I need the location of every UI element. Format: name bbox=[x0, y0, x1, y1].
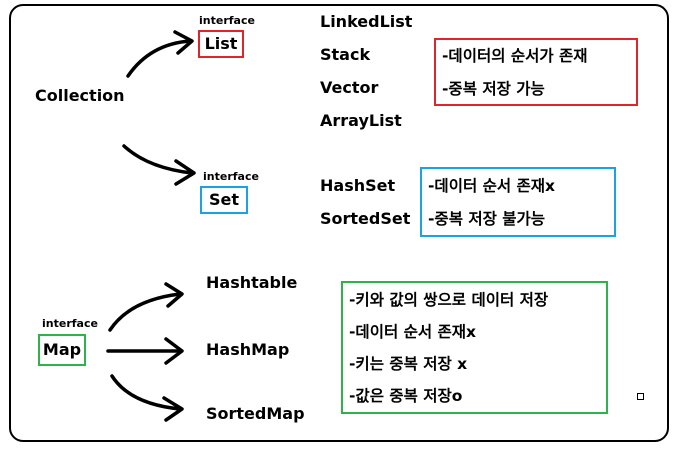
map-note-key-value: -키와 값의 쌍으로 데이터 저장 bbox=[349, 291, 549, 309]
map-note-order: -데이터 순서 존재x bbox=[349, 323, 477, 341]
list-note-order: -데이터의 순서가 존재 bbox=[442, 47, 588, 65]
list-impl-stack: Stack bbox=[320, 45, 371, 64]
set-impl-hashset: HashSet bbox=[320, 176, 396, 195]
map-interface-label: interface bbox=[42, 317, 98, 330]
map-note-value-duplicate: -값은 중복 저장o bbox=[349, 387, 463, 405]
map-interface-name: Map bbox=[42, 340, 82, 359]
arrow-map-to-hashtable bbox=[108, 292, 182, 332]
list-interface-label: interface bbox=[199, 14, 255, 27]
arrow-map-to-sortedmap-head bbox=[162, 396, 184, 422]
set-note-order: -데이터 순서 존재x bbox=[428, 177, 556, 195]
set-interface-label: interface bbox=[203, 170, 259, 183]
diagram-frame bbox=[9, 4, 669, 442]
arrow-map-to-hashmap-head bbox=[164, 337, 184, 365]
set-notes-box: -데이터 순서 존재x -중복 저장 불가능 bbox=[420, 167, 616, 237]
map-impl-hashtable: Hashtable bbox=[206, 273, 298, 292]
small-square-marker bbox=[637, 393, 644, 400]
set-interface-name: Set bbox=[208, 190, 240, 209]
map-notes-box: -키와 값의 쌍으로 데이터 저장 -데이터 순서 존재x -키는 중복 저장 … bbox=[341, 281, 608, 414]
arrow-collection-to-set bbox=[122, 144, 194, 175]
map-impl-hashmap: HashMap bbox=[206, 340, 290, 359]
list-impl-arraylist: ArrayList bbox=[320, 111, 402, 130]
arrow-collection-to-list bbox=[126, 39, 192, 78]
map-interface-box: Map bbox=[38, 334, 86, 366]
list-note-duplicate: -중복 저장 가능 bbox=[442, 80, 545, 98]
set-impl-sortedset: SortedSet bbox=[320, 209, 411, 228]
list-interface-name: List bbox=[204, 34, 238, 53]
arrow-collection-to-list-head bbox=[173, 30, 194, 55]
list-notes-box: -데이터의 순서가 존재 -중복 저장 가능 bbox=[434, 38, 638, 106]
list-impl-linkedlist: LinkedList bbox=[320, 12, 413, 31]
map-impl-sortedmap: SortedMap bbox=[206, 404, 305, 423]
arrow-map-to-sortedmap bbox=[110, 374, 182, 411]
arrow-map-to-hashtable-head bbox=[164, 282, 184, 308]
set-interface-box: Set bbox=[200, 186, 248, 214]
arrow-collection-to-set-head bbox=[174, 159, 196, 186]
list-interface-box: List bbox=[198, 30, 244, 58]
list-impl-vector: Vector bbox=[320, 78, 379, 97]
collection-label: Collection bbox=[35, 86, 125, 105]
map-note-key-duplicate: -키는 중복 저장 x bbox=[349, 355, 468, 373]
set-note-duplicate: -중복 저장 불가능 bbox=[428, 210, 546, 228]
